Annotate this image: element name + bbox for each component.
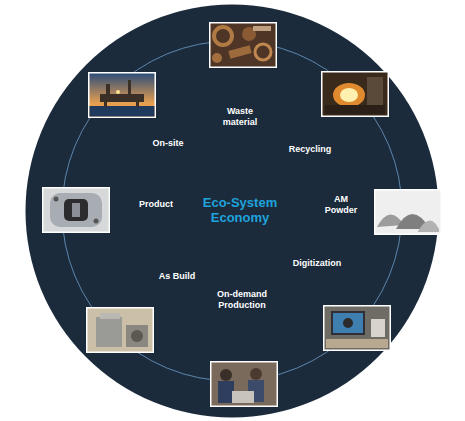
workstation-photo-part	[325, 307, 390, 350]
workstation-photo-part	[333, 313, 363, 333]
stage-label: AM Powder	[319, 194, 363, 216]
part-photo-part	[126, 325, 148, 347]
offshore-photo-part	[116, 90, 120, 94]
scrap-photo-part	[255, 44, 271, 60]
workstation-photo-part	[326, 339, 388, 348]
stage-label-box: Product	[139, 199, 173, 210]
scrap-photo-part	[211, 24, 276, 67]
stage-label-box: On-demand Production	[209, 289, 275, 311]
flange-photo-part	[42, 187, 110, 233]
stage-label: On-site	[152, 138, 183, 149]
scrap-photo-part	[253, 26, 271, 31]
furnace-photo-part	[321, 71, 389, 117]
workstation-photo-part	[343, 318, 353, 328]
stage-label: On-demand Production	[209, 289, 275, 311]
flange-photo-part	[44, 189, 109, 232]
offshore-photo-part	[104, 102, 107, 107]
part-photo-part	[131, 330, 143, 342]
offshore-photo-part	[136, 102, 139, 107]
production-photo-part	[218, 381, 234, 403]
production-photo	[210, 361, 278, 407]
powder-photo-part	[374, 189, 442, 235]
workstation-photo	[323, 305, 391, 351]
furnace-photo-part	[325, 105, 385, 114]
workstation-photo-part	[331, 311, 365, 335]
production-photo-part	[210, 361, 278, 407]
flange-photo-part	[50, 193, 102, 227]
part-photo-part	[96, 317, 122, 347]
stage-label-box: Digitization	[293, 258, 342, 269]
scrap-photo-part	[214, 27, 232, 45]
flange-photo-part	[72, 203, 80, 217]
offshore-photo-part	[128, 80, 131, 94]
workstation-photo-part	[323, 305, 391, 351]
scrap-photo	[209, 22, 277, 68]
stage-label-box: Waste material	[214, 106, 266, 128]
powder-photo-part	[418, 220, 439, 232]
stage-label-box: Recycling	[289, 144, 332, 155]
furnace-photo-part	[333, 83, 365, 107]
circle-fill	[26, 5, 439, 418]
flange-photo-part	[64, 199, 88, 221]
offshore-photo	[88, 72, 156, 118]
powder-photo-part	[376, 191, 441, 234]
flange-photo	[42, 187, 110, 233]
flange-photo-part	[54, 197, 59, 202]
part-photo-part	[86, 307, 154, 353]
stage-label: Digitization	[293, 258, 342, 269]
offshore-photo-part	[90, 106, 155, 117]
offshore-photo-part	[106, 84, 110, 94]
workstation-photo-part	[371, 319, 385, 337]
stage-label: Recycling	[289, 144, 332, 155]
stage-label: Waste material	[214, 106, 266, 128]
furnace-photo-part	[323, 73, 388, 116]
stage-label-box: On-site	[152, 138, 183, 149]
offshore-photo-part	[100, 94, 144, 102]
offshore-photo-part	[88, 72, 156, 118]
part-photo-part	[88, 309, 153, 352]
furnace-photo	[321, 71, 389, 117]
furnace-photo-part	[340, 88, 358, 102]
center-title: Eco-System Economy	[198, 196, 282, 226]
production-photo-part	[250, 368, 262, 380]
part-photo-part	[100, 313, 120, 319]
scrap-photo-part	[212, 53, 222, 63]
economy-circle: Eco-System Economy	[25, 4, 439, 418]
offshore-photo-part	[90, 74, 155, 117]
production-photo-part	[220, 369, 232, 381]
part-photo	[86, 307, 154, 353]
production-photo-part	[212, 363, 277, 406]
production-photo-part	[232, 391, 254, 403]
stage-label-box: As Build	[159, 271, 196, 282]
stage-label: Product	[139, 199, 173, 210]
scrap-photo-part	[209, 22, 277, 68]
stage-label: As Build	[159, 271, 196, 282]
powder-photo	[374, 189, 442, 235]
scrap-photo-part	[228, 45, 251, 58]
flange-photo-part	[94, 219, 99, 224]
stage-label-box: AM Powder	[319, 194, 363, 216]
